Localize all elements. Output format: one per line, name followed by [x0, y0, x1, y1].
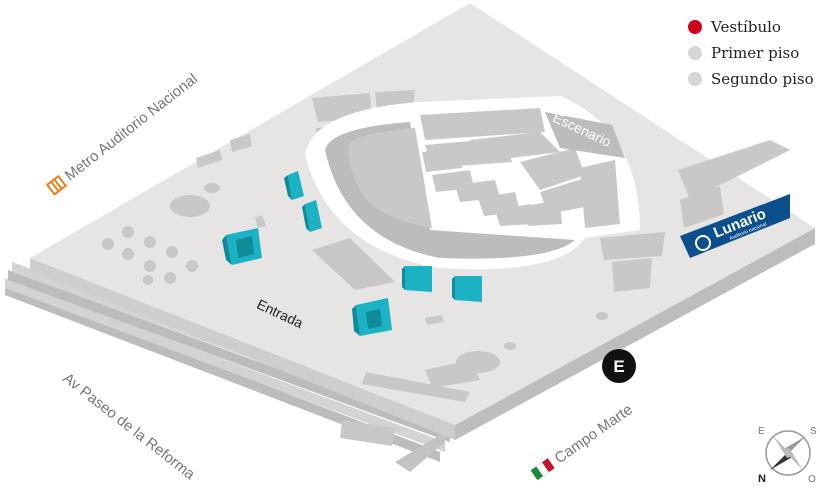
legend-dot-primer-piso: [688, 46, 702, 60]
map-legend: Vestíbulo Primer piso Segundo piso: [688, 14, 814, 92]
legend-label-primer-piso: Primer piso: [711, 44, 800, 62]
legend-label-vestibulo: Vestíbulo: [711, 18, 781, 36]
metro-station-label: Metro Auditorio Nacional: [62, 70, 201, 184]
legend-dot-vestibulo: [688, 20, 702, 34]
legend-item-vestibulo: Vestíbulo: [688, 14, 814, 40]
compass-o: O: [808, 474, 816, 485]
legend-item-segundo-piso: Segundo piso: [688, 66, 814, 92]
compass-icon: E S N O: [758, 426, 817, 485]
parking-marker: E: [602, 349, 636, 383]
avenue-label: Av Paseo de la Reforma: [60, 370, 199, 484]
campo-marte-text: Campo Marte: [552, 401, 636, 467]
legend-dot-segundo-piso: [688, 72, 702, 86]
parking-letter: E: [613, 357, 624, 376]
legend-item-primer-piso: Primer piso: [688, 40, 814, 66]
auditorium: [305, 96, 640, 270]
highlighted-seating: [222, 171, 482, 336]
flag-icon: [530, 458, 555, 481]
map-tables: [102, 226, 198, 285]
compass-n: N: [758, 473, 766, 485]
compass-s: S: [810, 426, 817, 437]
legend-label-segundo-piso: Segundo piso: [711, 70, 814, 88]
metro-icon: [45, 174, 68, 196]
campo-marte-label: Campo Marte: [530, 401, 636, 481]
compass-e: E: [758, 426, 765, 437]
